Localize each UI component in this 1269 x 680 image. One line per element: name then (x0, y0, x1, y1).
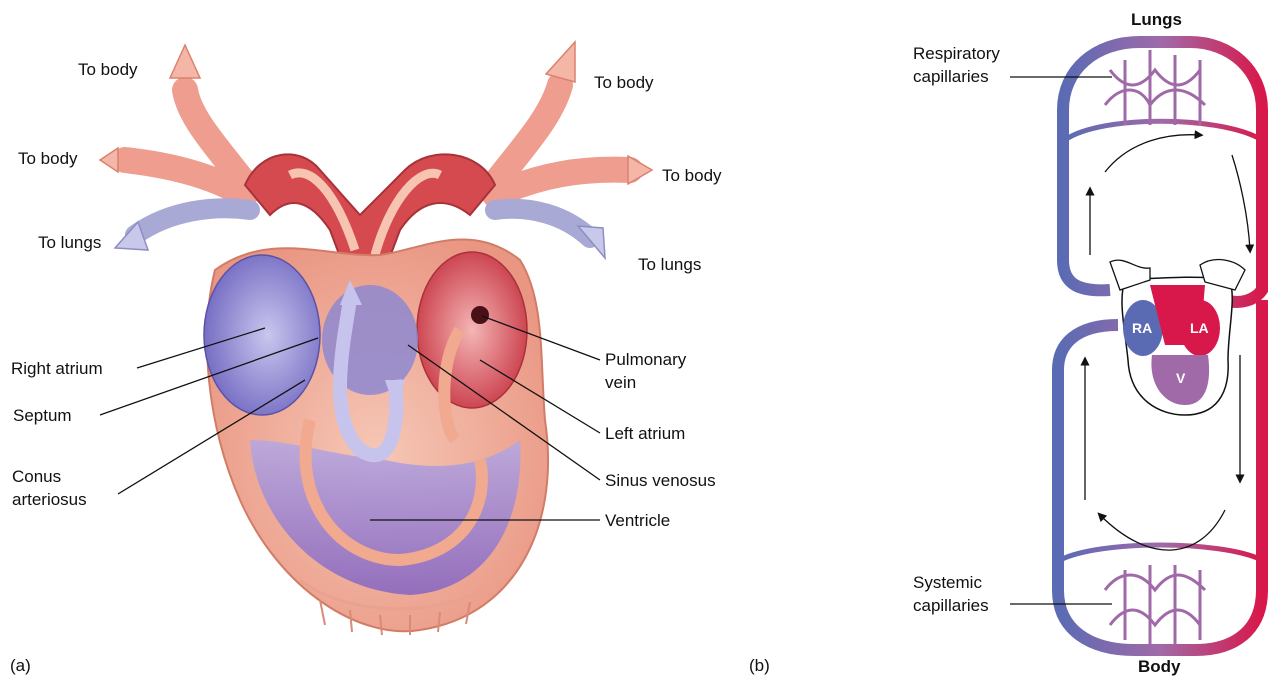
respiratory-capillary-net (1105, 50, 1205, 125)
panel-b-label: (b) (749, 656, 770, 675)
label-right-atrium: Right atrium (11, 359, 103, 378)
label-to-body-upper-right: To body (594, 73, 654, 92)
panel-a-heart-illustration (100, 42, 652, 635)
label-ventricle: Ventricle (605, 511, 670, 530)
label-lungs: Lungs (1131, 10, 1182, 29)
right-atrium-shape (204, 255, 320, 415)
label-to-lungs-right: To lungs (638, 255, 701, 274)
label-left-atrium: Left atrium (605, 424, 685, 443)
label-to-body-upper-left: To body (78, 60, 138, 79)
heart-label-ra: RA (1132, 320, 1152, 336)
label-pulmonary-vein-line2: vein (605, 373, 636, 392)
label-to-body-mid-right: To body (662, 166, 722, 185)
label-pulmonary-vein-line1: Pulmonary (605, 350, 687, 369)
heart-label-la: LA (1190, 320, 1209, 336)
label-septum: Septum (13, 406, 72, 425)
flow-arrow-right-upper (1232, 155, 1250, 250)
systemic-capillary-net (1105, 565, 1205, 645)
label-conus-line2: arteriosus (12, 490, 87, 509)
panel-a-label: (a) (10, 656, 31, 675)
label-body: Body (1138, 657, 1181, 676)
schematic-heart (1110, 260, 1245, 415)
panel-b-circulation-schematic: RA LA V (1058, 42, 1262, 650)
label-to-body-mid-left: To body (18, 149, 78, 168)
label-conus-line1: Conus (12, 467, 61, 486)
heart-label-v: V (1176, 370, 1186, 386)
left-atrium-shape (417, 252, 527, 408)
systemic-arch-vessels (100, 42, 652, 195)
label-sinus-venosus: Sinus venosus (605, 471, 716, 490)
label-respiratory-capillaries-line2: capillaries (913, 67, 989, 86)
label-systemic-capillaries-line1: Systemic (913, 573, 982, 592)
flow-arrow-top (1105, 135, 1200, 172)
label-to-lungs-left: To lungs (38, 233, 101, 252)
label-respiratory-capillaries-line1: Respiratory (913, 44, 1000, 63)
label-systemic-capillaries-line2: capillaries (913, 596, 989, 615)
